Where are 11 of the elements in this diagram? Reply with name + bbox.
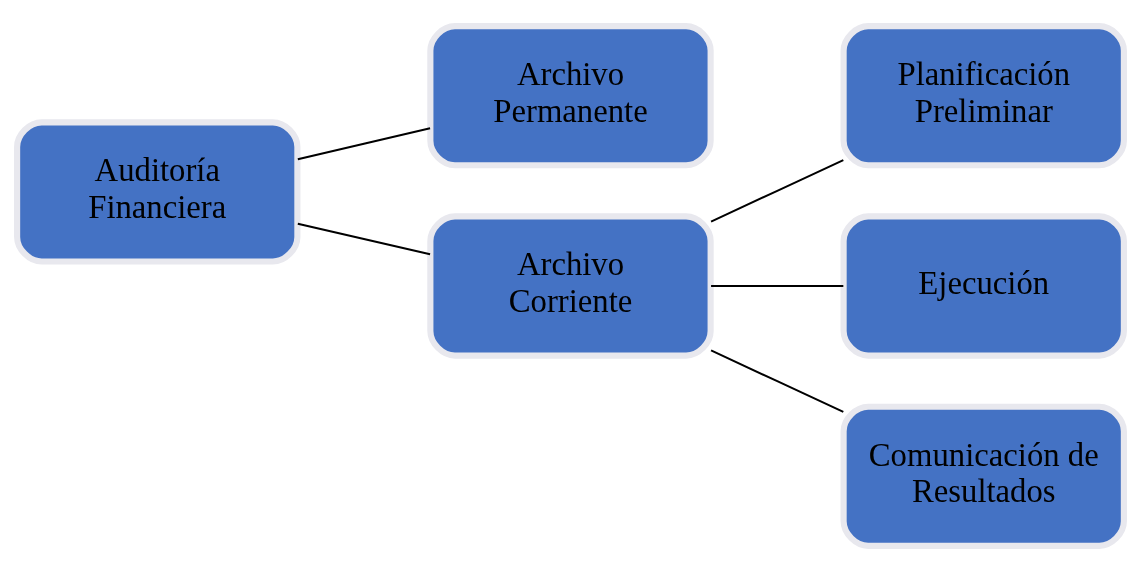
node-box: Planificación Preliminar (840, 22, 1127, 168)
connector (297, 222, 431, 255)
node-box: Auditoría Financiera (14, 118, 301, 264)
connector (711, 284, 844, 287)
node-box: Archivo Corriente (427, 212, 714, 359)
connector (297, 126, 431, 160)
node-box: Ejecución (840, 212, 1127, 359)
node-box: Archivo Permanente (427, 22, 714, 168)
connector (710, 158, 844, 222)
node-box: Comunicación de Resultados (840, 403, 1127, 549)
connector (710, 349, 844, 413)
